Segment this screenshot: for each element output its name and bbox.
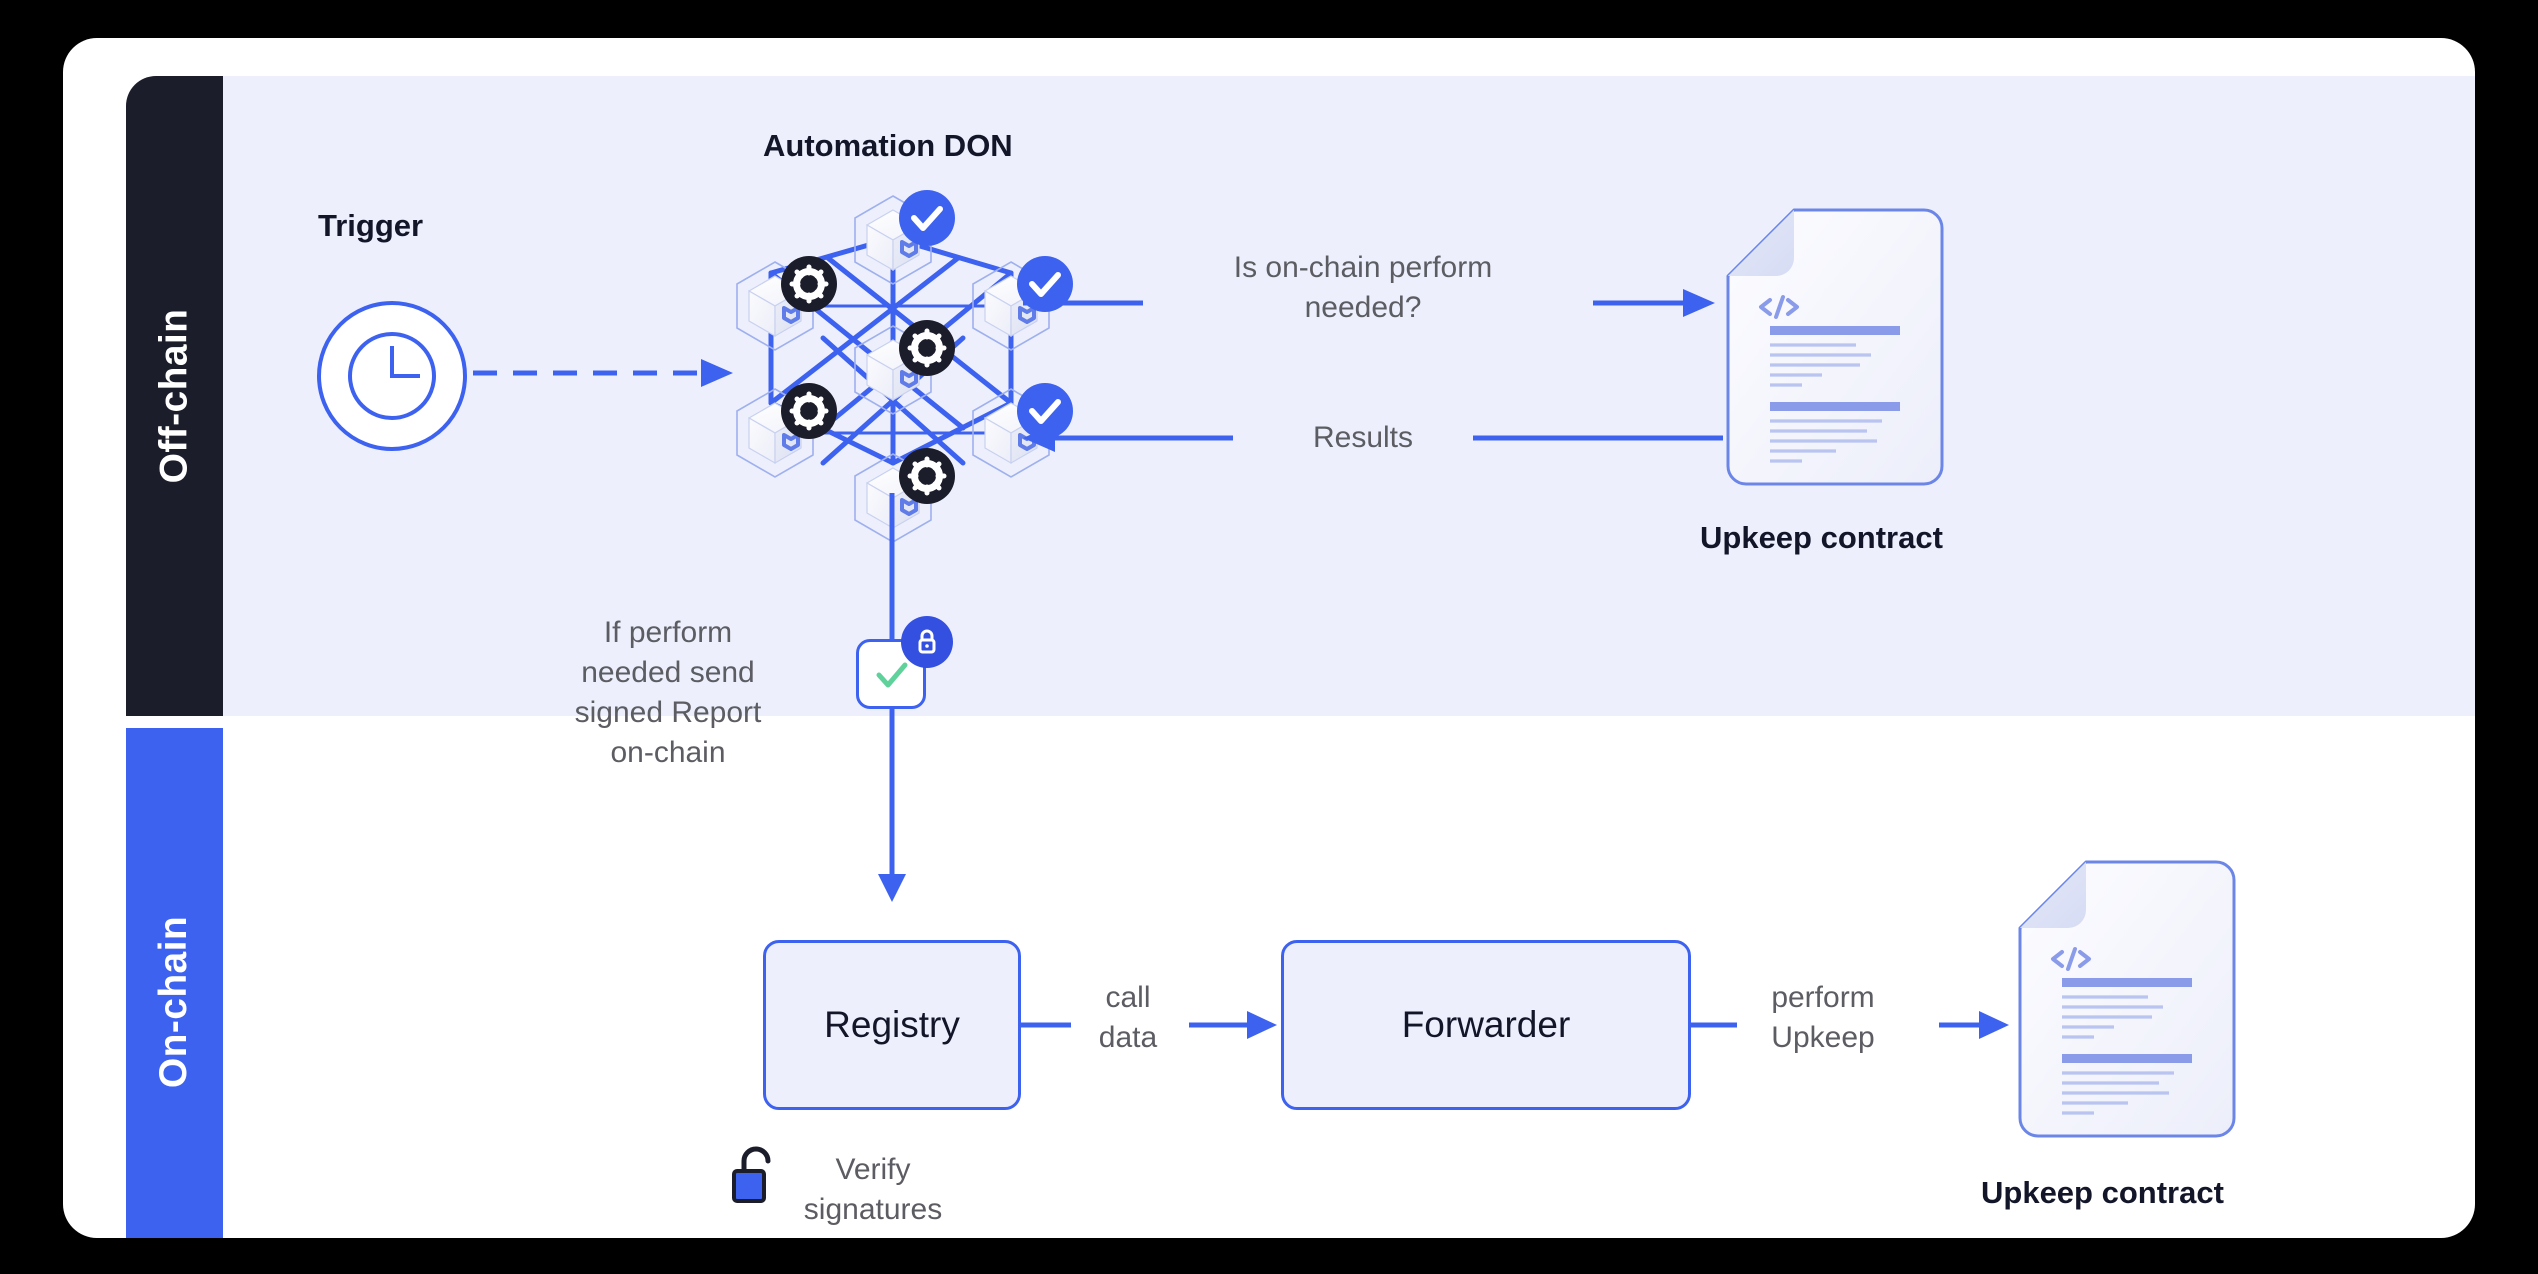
don-badge-check-top bbox=[899, 190, 955, 246]
trigger-to-don-arrow bbox=[473, 359, 733, 387]
don-to-report-line bbox=[889, 493, 895, 648]
forwarder-box[interactable]: Forwarder bbox=[1281, 940, 1691, 1110]
automation-don-cluster bbox=[723, 178, 1073, 544]
trigger-label: Trigger bbox=[318, 208, 424, 243]
query-arrow bbox=[1023, 289, 1715, 317]
registry-label: Registry bbox=[824, 1004, 960, 1045]
clock-icon bbox=[316, 300, 468, 452]
offchain-region bbox=[176, 76, 2475, 716]
registry-to-forwarder-arrow bbox=[1021, 1011, 1277, 1039]
code-glyph-icon bbox=[1759, 295, 1799, 319]
perform-upkeep-label: perform Upkeep bbox=[1771, 981, 1875, 1054]
band-on-chain-label: On-chain bbox=[152, 915, 196, 1089]
upkeep-contract-document-onchain bbox=[2018, 860, 2238, 1140]
report-to-registry-arrow bbox=[878, 706, 906, 902]
query-label: Is on-chain perform needed? bbox=[1233, 251, 1493, 324]
results-arrow bbox=[1023, 424, 1723, 452]
upkeep-contract-document-offchain bbox=[1726, 208, 1946, 488]
diagram-card: Off-chain On-chain Trigger Automation DO… bbox=[63, 38, 2475, 1238]
don-badge-gear-lower-left bbox=[781, 383, 837, 439]
don-badge-check-upper-right bbox=[1017, 256, 1073, 312]
band-off-chain: Off-chain bbox=[126, 76, 223, 716]
code-glyph-icon bbox=[2051, 947, 2091, 971]
don-badge-gear-center bbox=[899, 320, 955, 376]
upkeep-contract-label-offchain: Upkeep contract bbox=[1700, 520, 1943, 555]
lock-closed-icon bbox=[901, 616, 953, 668]
don-badge-gear-upper-left bbox=[781, 256, 837, 312]
automation-don-title: Automation DON bbox=[763, 128, 1013, 163]
don-badge-gear-bottom bbox=[899, 448, 955, 504]
upkeep-contract-label-onchain: Upkeep contract bbox=[1981, 1175, 2224, 1210]
don-badge-check-lower-right bbox=[1017, 383, 1073, 439]
forwarder-label: Forwarder bbox=[1401, 1004, 1571, 1045]
lock-open-icon bbox=[732, 1146, 771, 1203]
results-label: Results bbox=[1312, 421, 1414, 454]
band-on-chain: On-chain bbox=[126, 728, 223, 1238]
signed-report-label: If perform needed send signed Report on-… bbox=[574, 616, 762, 769]
registry-box[interactable]: Registry bbox=[763, 940, 1021, 1110]
band-off-chain-label: Off-chain bbox=[152, 308, 196, 484]
forwarder-to-contract-arrow bbox=[1691, 1011, 2009, 1039]
call-data-label: call data bbox=[1098, 981, 1158, 1054]
verify-signatures-label: Verify signatures bbox=[803, 1153, 943, 1226]
